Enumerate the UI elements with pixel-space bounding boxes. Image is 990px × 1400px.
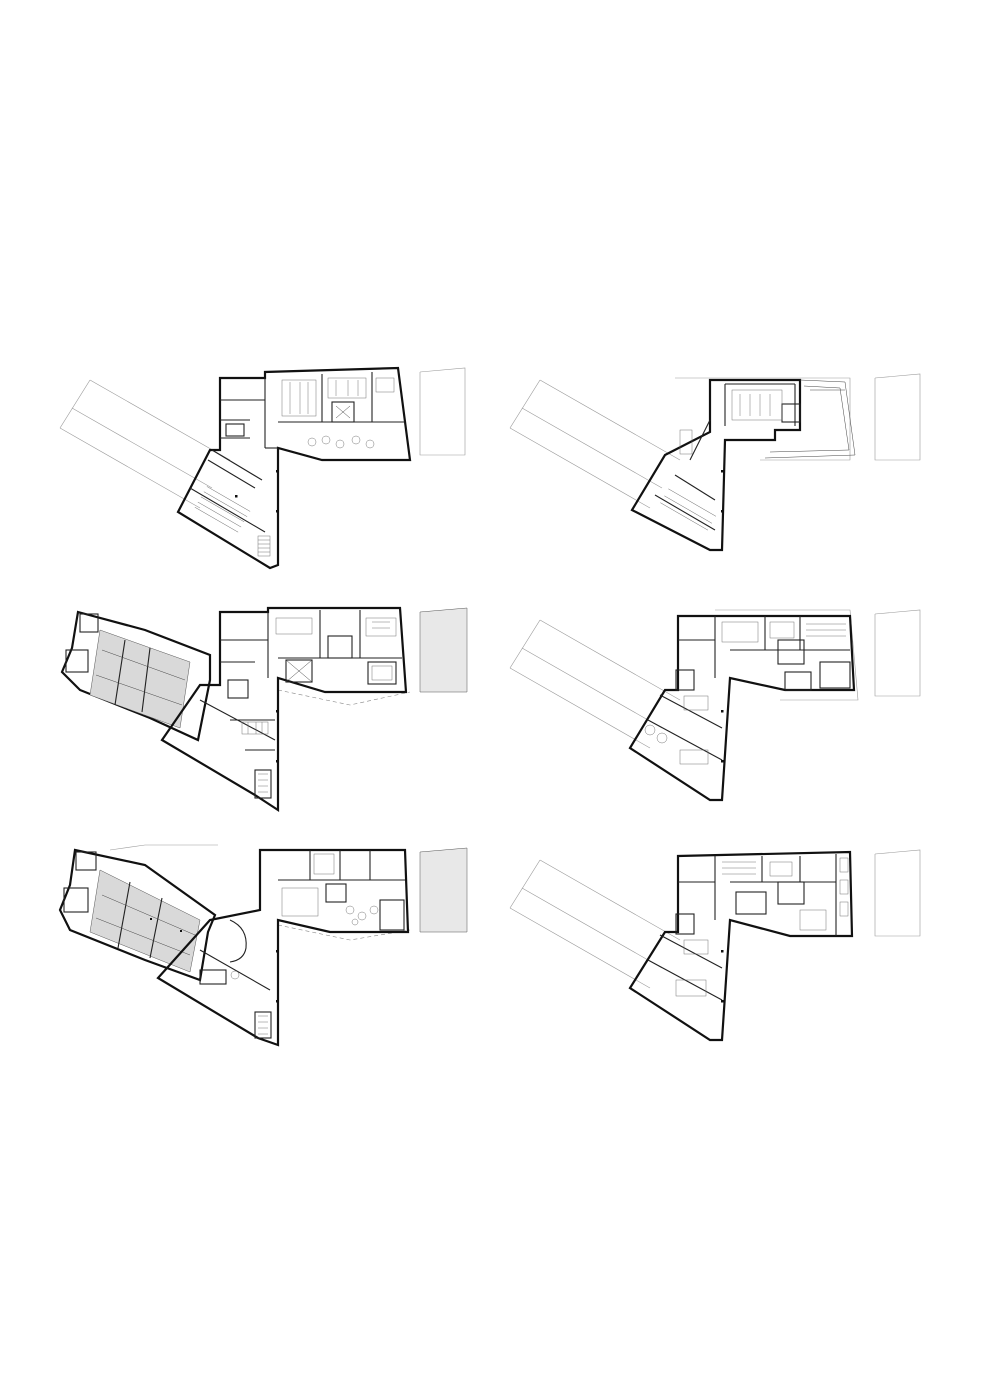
building-outline (176, 366, 412, 570)
floor-plan-left-bottom (50, 840, 480, 1060)
columns (276, 710, 279, 763)
columns (721, 710, 724, 763)
building-outline (630, 378, 802, 552)
floor-plan-left-bottom-drawing (58, 844, 468, 1047)
building-outline (160, 606, 408, 813)
furniture (241, 617, 397, 793)
floor-plan-left-top (50, 360, 480, 580)
furniture (644, 621, 846, 765)
columns (721, 950, 724, 1003)
columns (721, 470, 724, 513)
floor-plan-right-middle-drawing (509, 609, 921, 802)
building-outline (628, 850, 854, 1042)
context-lines (277, 607, 468, 706)
columns (150, 918, 279, 1003)
furniture (660, 389, 783, 531)
floor-plan-left-middle (50, 600, 480, 820)
context-lines (509, 609, 921, 749)
furniture (230, 853, 379, 1035)
hall-wing (60, 610, 212, 742)
terrace (764, 379, 856, 459)
columns (235, 470, 279, 513)
floor-plan-right-bottom-drawing (509, 849, 921, 1042)
context-lines (59, 367, 466, 509)
floor-plan-left-middle-drawing (60, 606, 468, 813)
floor-plan-right-bottom (500, 840, 930, 1060)
floor-plan-left-top-drawing (59, 366, 466, 570)
context-lines (509, 849, 921, 989)
floor-plan-right-middle (500, 600, 930, 820)
building-outline (628, 614, 856, 802)
hall-wing (58, 848, 217, 982)
furniture (194, 377, 395, 557)
floor-plan-right-top (500, 360, 930, 580)
context-lines (509, 373, 921, 509)
furniture (675, 857, 849, 997)
context-lines (109, 844, 468, 941)
floor-plan-right-top-drawing (509, 373, 921, 552)
building-outline (156, 848, 410, 1047)
